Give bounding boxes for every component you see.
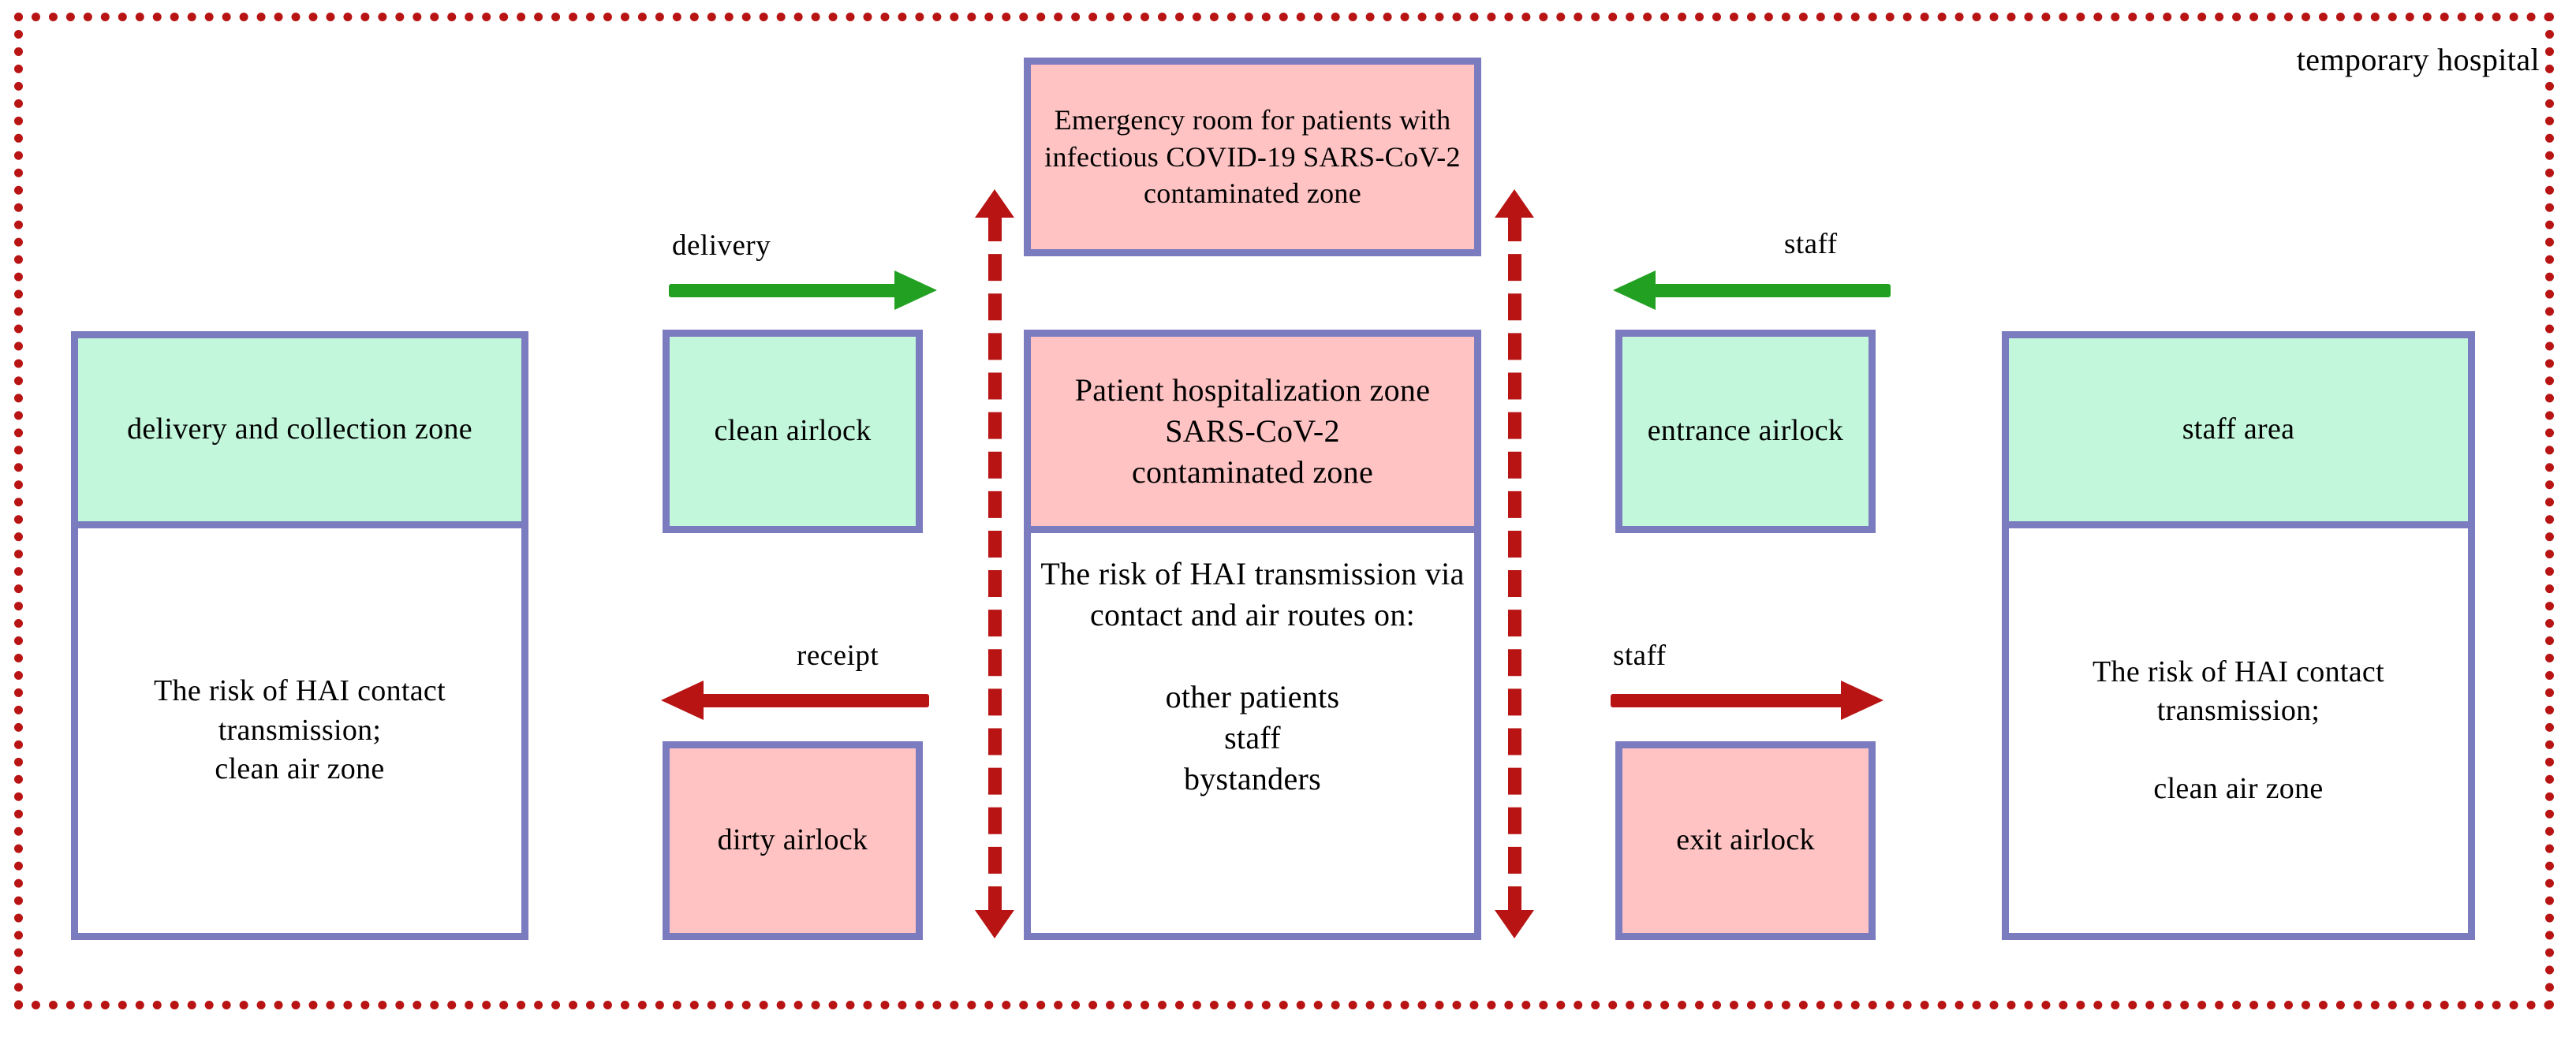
zone-dirty-airlock[interactable]: dirty airlock (663, 741, 923, 940)
zone-patient-hospitalization[interactable]: Patient hospitalization zone SARS-CoV-2 … (1024, 330, 1481, 533)
zone-patient-hospitalization-risk[interactable]: The risk of HAI transmission via contact… (1024, 533, 1481, 940)
zone-exit-airlock[interactable]: exit airlock (1615, 741, 1876, 940)
flow-contamination-right-arrow (1495, 189, 1534, 938)
flow-contamination-left-arrow (975, 189, 1014, 938)
zone-patient-hospitalization-risk-text: The risk of HAI transmission via contact… (1040, 556, 1465, 632)
flow-staff-in-label: staff (1784, 228, 1838, 260)
zone-delivery-and-collection-label: delivery and collection zone (127, 412, 472, 446)
zone-delivery-and-collection-risk[interactable]: The risk of HAI contact transmission; cl… (71, 528, 528, 940)
zone-emergency-room[interactable]: Emergency room for patients with infecti… (1024, 58, 1481, 256)
zone-staff-area[interactable]: staff area (2002, 331, 2475, 528)
zone-emergency-room-label: Emergency room for patients with infecti… (1044, 103, 1461, 210)
zone-delivery-and-collection[interactable]: delivery and collection zone (71, 331, 528, 528)
zone-staff-area-label: staff area (2182, 412, 2295, 446)
zone-clean-airlock[interactable]: clean airlock (663, 330, 923, 533)
zone-staff-area-risk-text: The risk of HAI contact transmission; cl… (2093, 655, 2384, 805)
zone-patient-hospitalization-label: Patient hospitalization zone SARS-CoV-2 … (1074, 372, 1431, 490)
flow-receipt-label: receipt (797, 640, 879, 672)
page-title: temporary hospital (2296, 42, 2540, 77)
temporary-hospital-boundary (14, 13, 2554, 1009)
flow-delivery-label: delivery (672, 229, 771, 262)
zone-delivery-and-collection-risk-text: The risk of HAI contact transmission; cl… (154, 674, 446, 786)
zone-clean-airlock-label: clean airlock (714, 414, 872, 448)
zone-dirty-airlock-label: dirty airlock (717, 823, 868, 857)
zone-entrance-airlock-label: entrance airlock (1647, 414, 1844, 448)
zone-exit-airlock-label: exit airlock (1676, 823, 1815, 857)
flow-staff-out-label: staff (1613, 640, 1667, 672)
zone-staff-area-risk[interactable]: The risk of HAI contact transmission; cl… (2002, 528, 2475, 940)
zone-entrance-airlock[interactable]: entrance airlock (1615, 330, 1876, 533)
zone-patient-hospitalization-risk-list: other patients staff bystanders (1165, 679, 1340, 796)
